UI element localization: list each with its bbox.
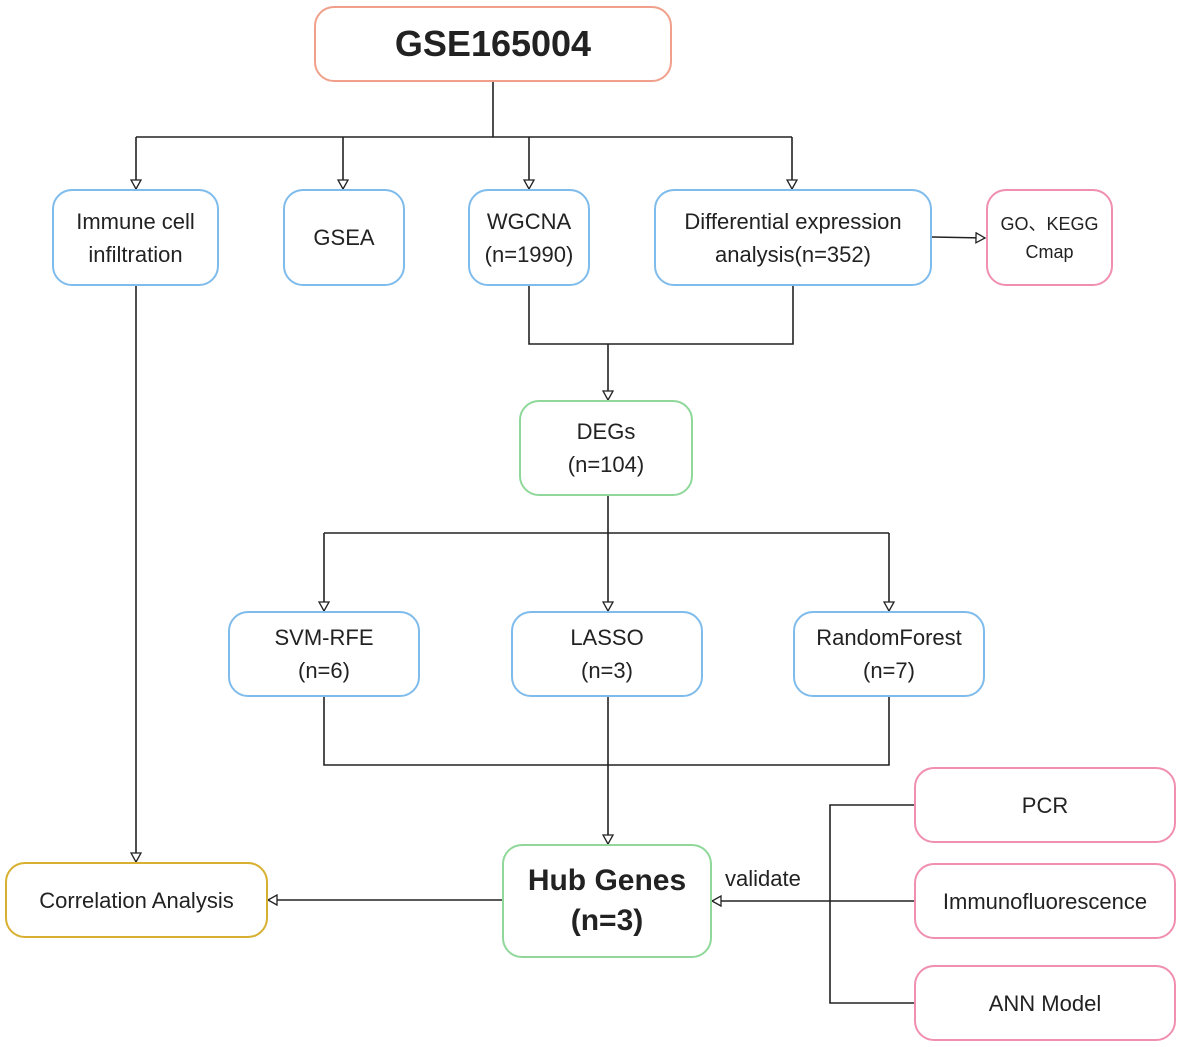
immune-label-2: infiltration (88, 241, 183, 267)
rf-node: RandomForest (n=7) (793, 611, 985, 697)
gsea-label: GSEA (313, 225, 375, 250)
wgcna-label-2: (n=1990) (484, 241, 574, 267)
correlation-label: Correlation Analysis (39, 887, 234, 913)
pcr-node: PCR (914, 767, 1176, 843)
rf-label-1: RandomForest (816, 625, 962, 650)
root-label: GSE165004 (394, 23, 592, 64)
hub-label-1: Hub Genes (527, 864, 687, 897)
edge-ml-merge (323, 697, 890, 766)
hub-label-2: (n=3) (570, 904, 644, 937)
immune-label-1: Immune cell (76, 208, 195, 234)
ann-node: ANN Model (914, 965, 1176, 1041)
lasso-label-2: (n=3) (581, 658, 633, 683)
edge-diffexp-gokegg (931, 237, 985, 238)
hub-node: Hub Genes (n=3) (502, 844, 712, 958)
rf-label-2: (n=7) (863, 658, 915, 683)
ann-label: ANN Model (988, 990, 1102, 1016)
wgcna-node: WGCNA (n=1990) (468, 189, 590, 286)
immune-node: Immune cell infiltration (52, 189, 219, 286)
immunofluorescence-node: Immunofluorescence (914, 863, 1176, 939)
immunofluorescence-label: Immunofluorescence (942, 888, 1148, 914)
diffexp-node: Differential expression analysis(n=352) (654, 189, 932, 286)
wgcna-label-1: WGCNA (486, 208, 572, 234)
degs-label-2: (n=104) (567, 452, 645, 477)
gokegg-node: GO、KEGG Cmap (986, 189, 1113, 286)
lasso-label-1: LASSO (570, 625, 644, 650)
svm-label-2: (n=6) (298, 658, 350, 683)
degs-node: DEGs (n=104) (519, 400, 693, 496)
diffexp-label-1: Differential expression (684, 208, 902, 234)
lasso-node: LASSO (n=3) (511, 611, 703, 697)
validate-label: validate (725, 866, 801, 891)
edge-merge-degs (528, 286, 794, 345)
svm-label-1: SVM-RFE (274, 625, 374, 650)
diffexp-label-2: analysis(n=352) (715, 241, 871, 267)
gokegg-label-2: Cmap (1025, 241, 1074, 262)
root-node: GSE165004 (314, 6, 672, 82)
edge-validate-bracket (829, 804, 914, 1004)
correlation-node: Correlation Analysis (5, 862, 268, 938)
degs-label-1: DEGs (576, 419, 636, 444)
gokegg-label-1: GO、KEGG (1000, 213, 1099, 234)
gsea-node: GSEA (283, 189, 405, 286)
svm-node: SVM-RFE (n=6) (228, 611, 420, 697)
pcr-label: PCR (1021, 792, 1069, 818)
